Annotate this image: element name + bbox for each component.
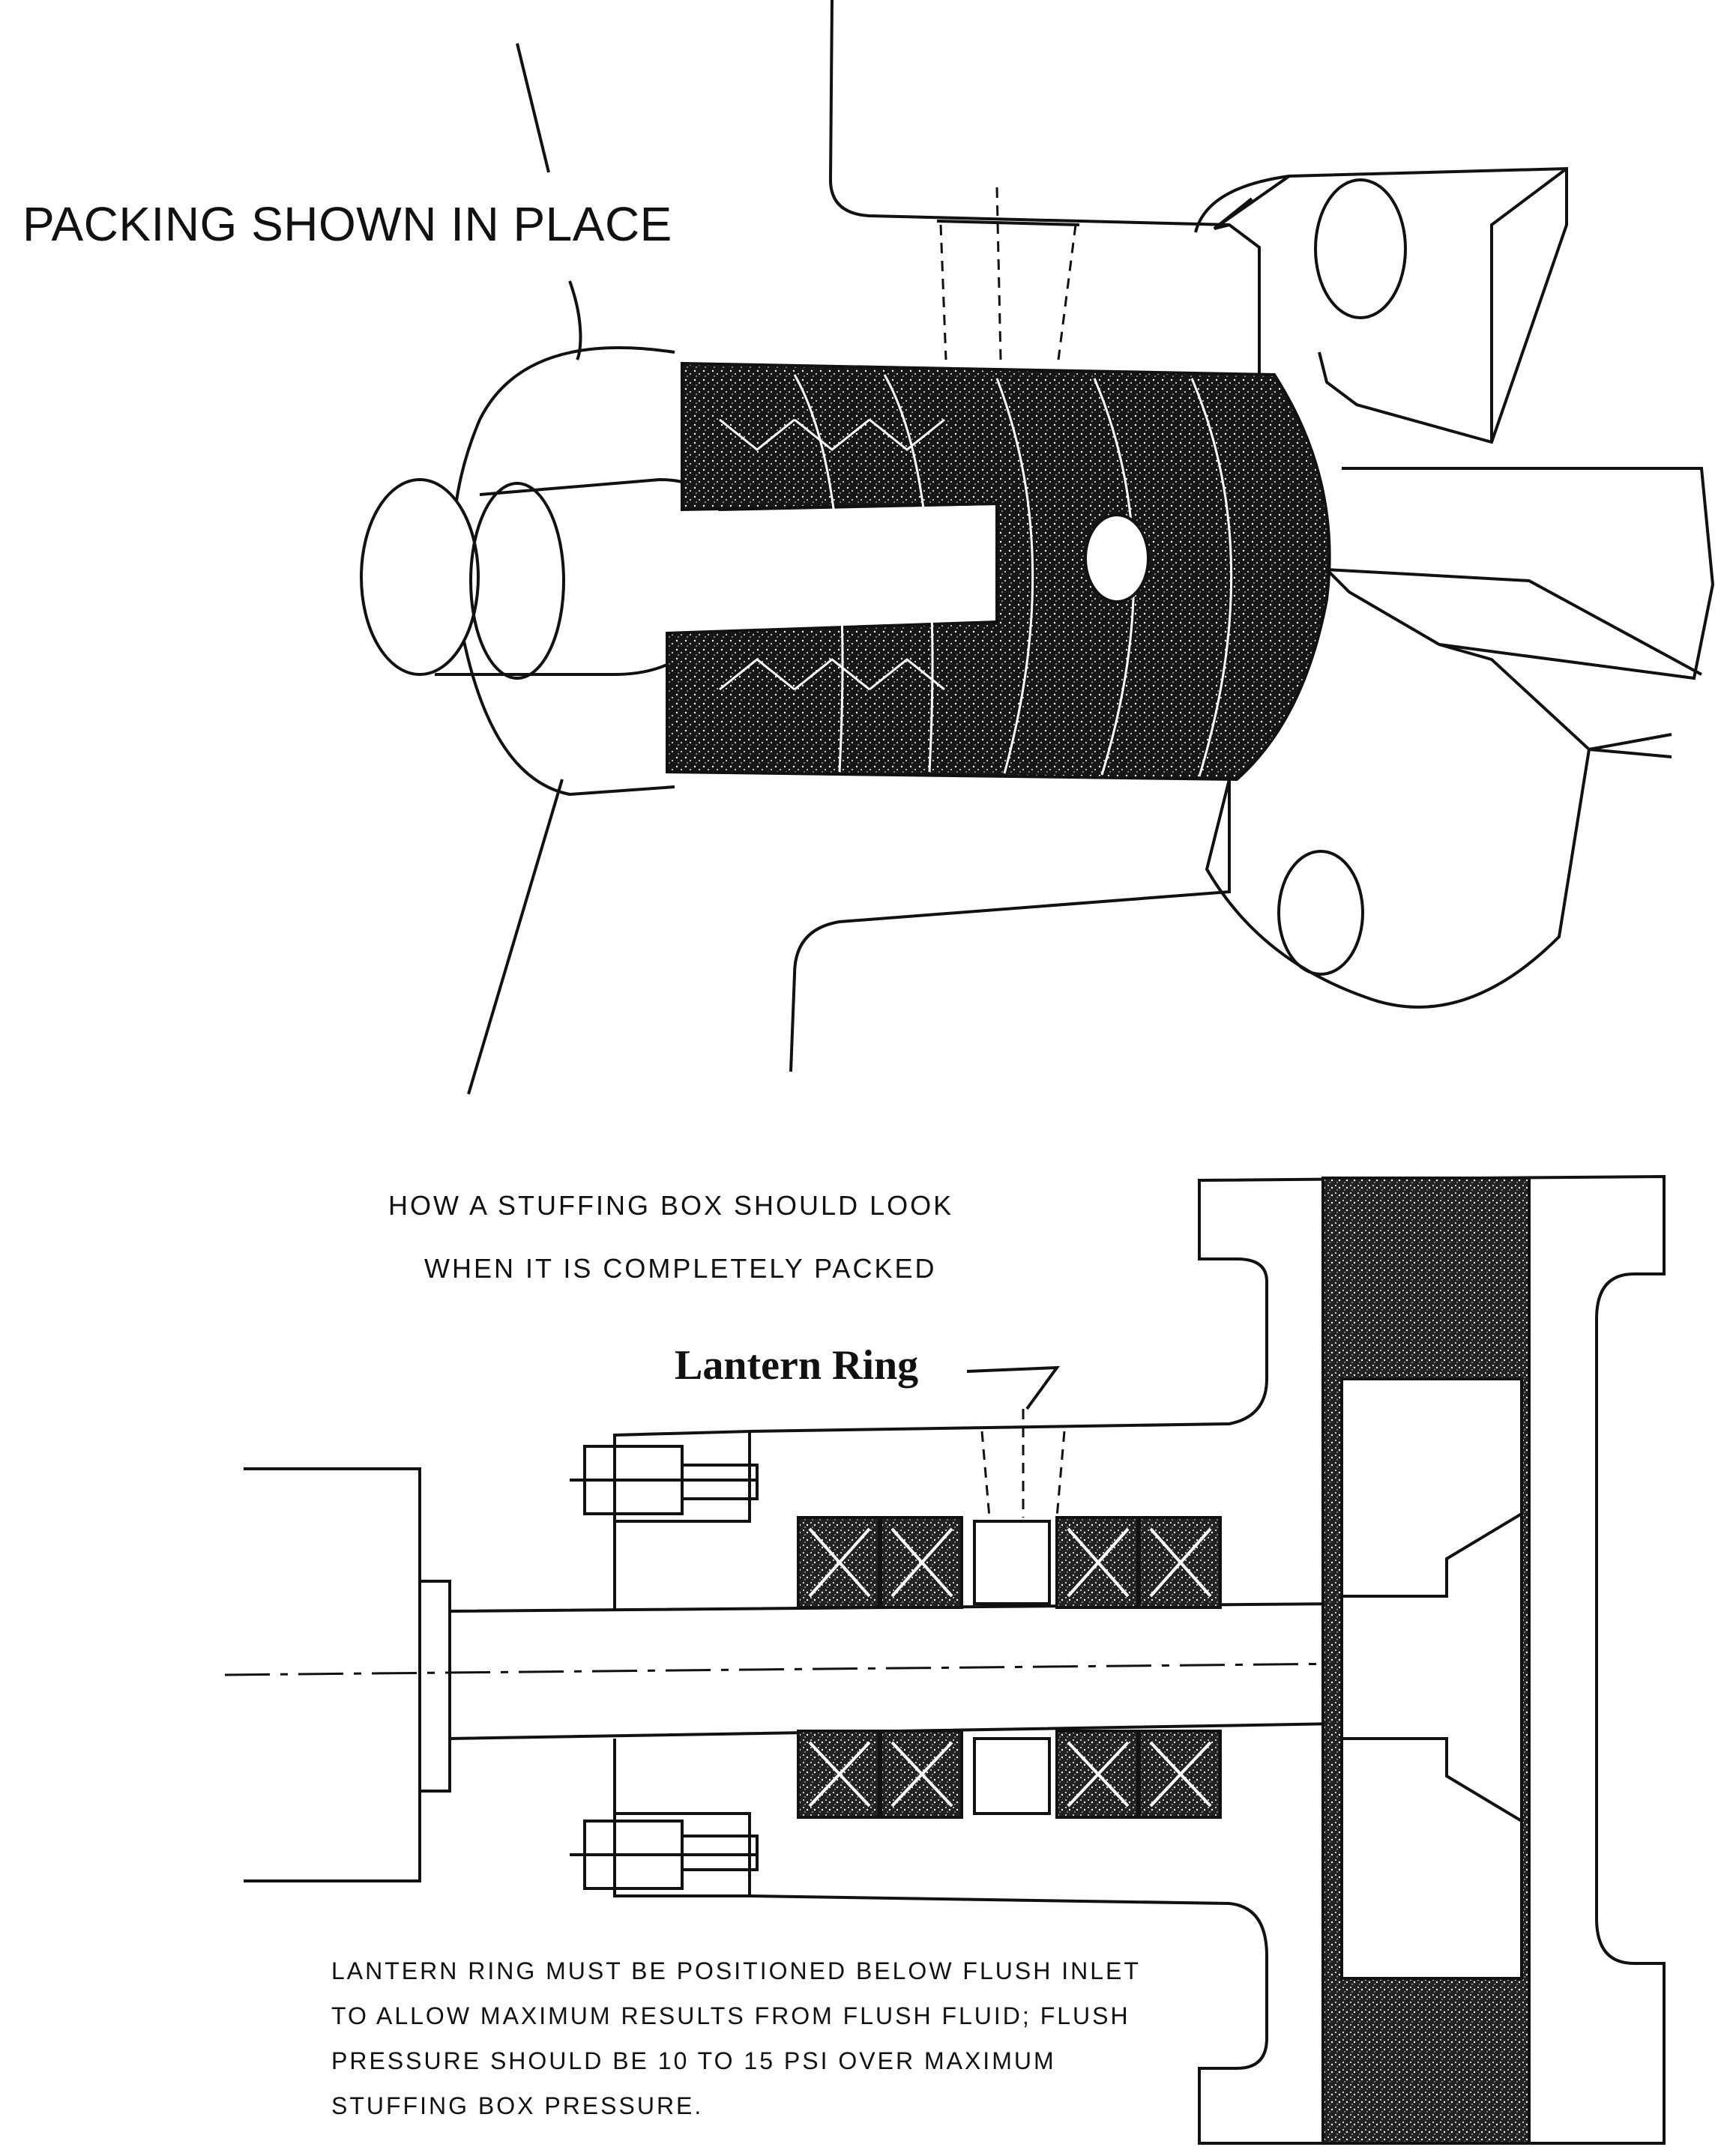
gland-flange-upper [1194, 166, 1568, 444]
note-line-1: LANTERN RING MUST BE POSITIONED BELOW FL… [331, 1957, 1141, 1984]
casing-upper [749, 1174, 1666, 2145]
section-caption-line2: WHEN IT IS COMPLETELY PACKED [424, 1253, 937, 1284]
stuffing-box-casing-lower [789, 779, 1231, 1072]
section-caption-line1: HOW A STUFFING BOX SHOULD LOOK [388, 1190, 954, 1221]
lantern-ring-lower [973, 1737, 1051, 1815]
lantern-leader [966, 1365, 1061, 1410]
note-line-4: STUFFING BOX PRESSURE. [331, 2092, 704, 2119]
gland-flange-lower [1205, 643, 1672, 1009]
impeller-eye [1340, 1377, 1523, 1980]
packing-chevrons [719, 418, 945, 691]
gland-stud-lower [570, 1820, 759, 1890]
bearing-housing [244, 1467, 421, 1882]
flange-bolt-hole-lower [1277, 850, 1364, 976]
shaft-end-face [360, 478, 480, 676]
section-flush-inlet [980, 1409, 1066, 1518]
packing-title: PACKING SHOWN IN PLACE [22, 197, 672, 251]
shaft-shoulder [469, 482, 565, 680]
packing-ring-edges [793, 374, 1233, 777]
flush-inlet-top [936, 220, 1080, 226]
shaft-collar [420, 1580, 451, 1793]
lantern-ring-upper [973, 1520, 1051, 1605]
right-body [1325, 467, 1715, 680]
note-line-3: PRESSURE SHOULD BE 10 TO 15 PSI OVER MAX… [331, 2047, 1056, 2074]
housing-outline-lower-left [467, 779, 564, 1095]
packing-rings [666, 361, 1331, 782]
shaft-centerline [224, 1662, 1350, 1676]
impeller-hub [1342, 1511, 1523, 1824]
gland-upper [613, 1429, 751, 1611]
stuffing-box-casing [828, 0, 1261, 380]
flange-bolt-hole-upper [1314, 178, 1407, 319]
lantern-ring-label: Lantern Ring [675, 1342, 919, 1389]
isometric-view [360, 0, 1715, 1095]
housing-outline-left [568, 280, 582, 360]
lantern-ring-port [1084, 513, 1150, 603]
section-shaft [449, 1602, 1342, 1740]
flush-inlet-tap [939, 187, 1077, 360]
section-view [224, 1174, 1666, 2145]
title-leader-line [516, 43, 550, 173]
packing-lower-row [797, 1730, 1222, 1819]
gland-stud-upper [570, 1445, 759, 1515]
note-line-2: TO ALLOW MAXIMUM RESULTS FROM FLUSH FLUI… [331, 2002, 1130, 2029]
packing-upper-row [797, 1516, 1222, 1609]
